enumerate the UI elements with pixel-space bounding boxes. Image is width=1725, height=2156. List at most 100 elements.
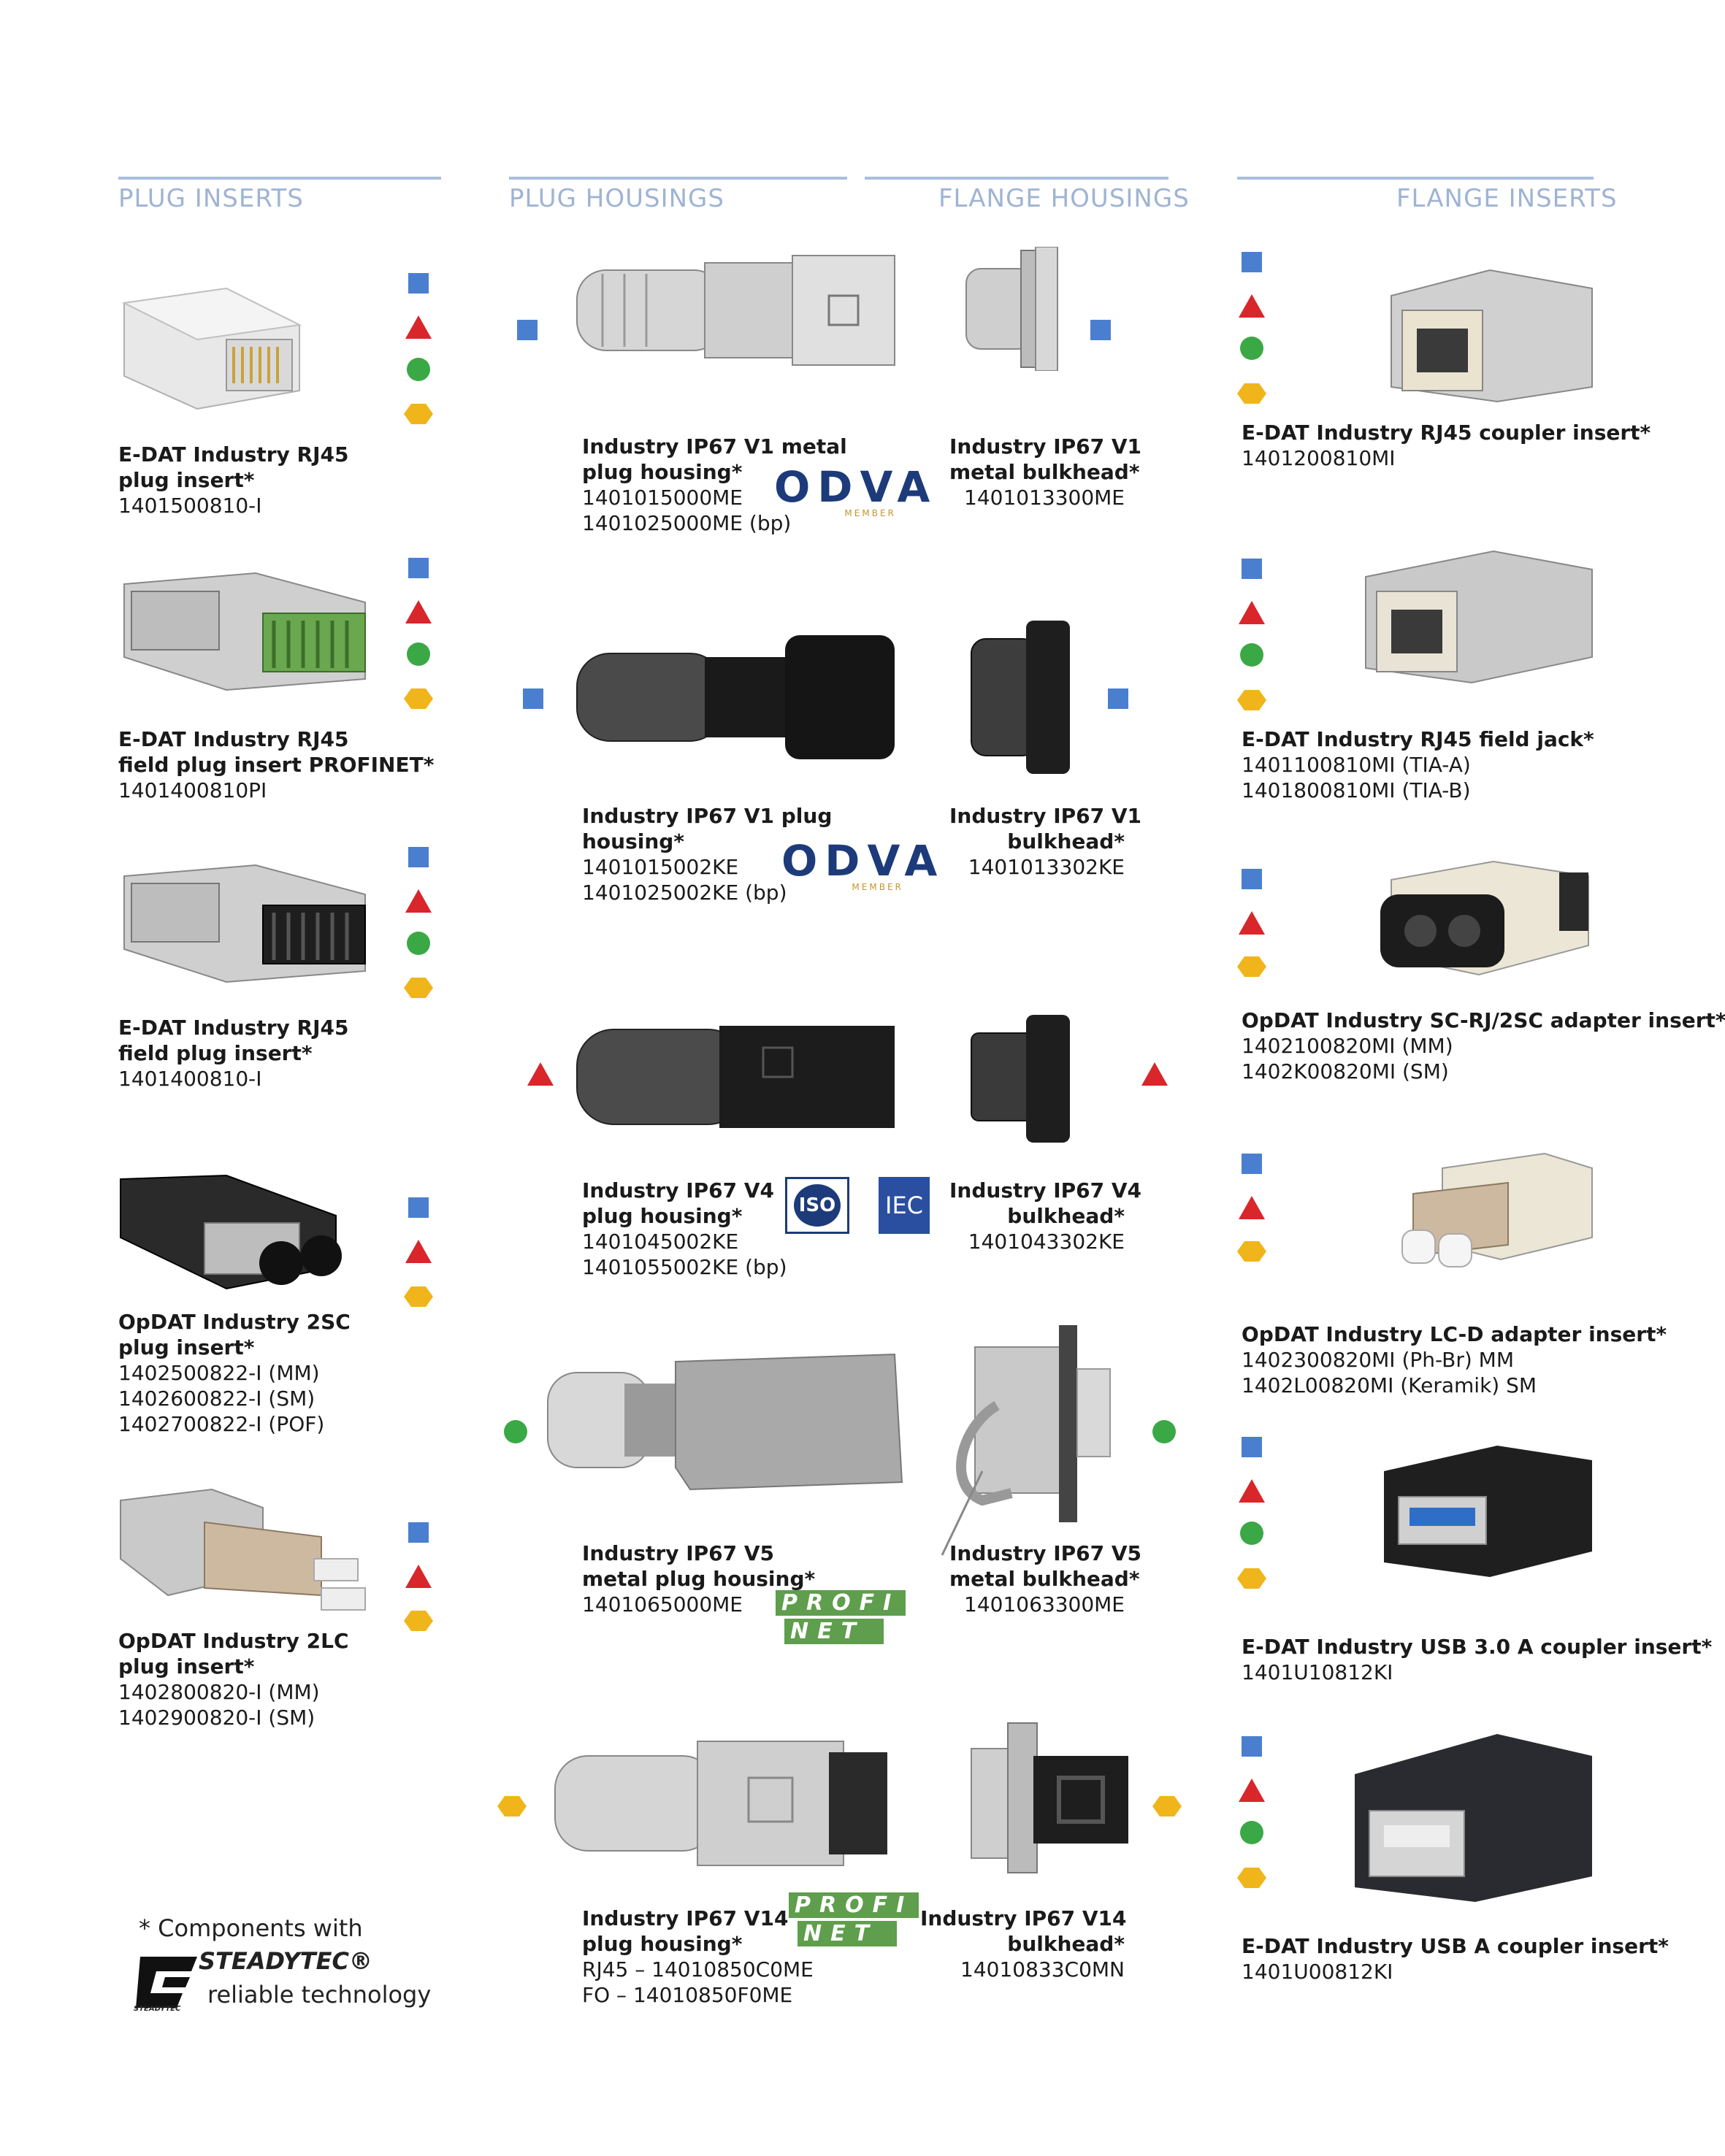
steadytec-small-label: STEADYTEC bbox=[134, 2005, 181, 2013]
v1-metal-plug-housing-image bbox=[576, 255, 895, 366]
flange-housing-code: 14010833C0MN bbox=[960, 1957, 1125, 1982]
green-circle-marker bbox=[407, 358, 430, 381]
plug-housing-code: 1401025002KE (bp) bbox=[582, 881, 787, 905]
blue-square-marker bbox=[408, 1522, 429, 1543]
yellow-hexagon-marker bbox=[1237, 1868, 1266, 1888]
yellow-hexagon-marker bbox=[1237, 383, 1266, 404]
flange-insert-code: 1402100820MI (MM) bbox=[1242, 1034, 1453, 1058]
v1-metal-bulkhead-image bbox=[965, 247, 1058, 371]
flange-insert-name: E-DAT Industry RJ45 field jack* bbox=[1242, 727, 1594, 751]
plug-housing-code: FO – 14010850F0ME bbox=[582, 1983, 793, 2007]
opdat-2sc-plug-image bbox=[120, 1174, 342, 1290]
yellow-hexagon-marker bbox=[404, 978, 433, 998]
blue-square-marker bbox=[517, 320, 538, 340]
red-triangle-marker bbox=[1239, 294, 1265, 318]
green-circle-marker bbox=[1240, 1522, 1263, 1545]
flange-insert-code: 1401200810MI bbox=[1242, 446, 1396, 470]
green-circle-marker bbox=[1240, 643, 1263, 667]
plug-insert-code: 1401500810-I bbox=[118, 494, 262, 518]
red-triangle-marker bbox=[1239, 601, 1265, 624]
iso-logo: ISO bbox=[785, 1177, 849, 1234]
yellow-hexagon-marker bbox=[404, 1611, 433, 1631]
red-triangle-marker bbox=[1239, 911, 1265, 935]
blue-square-marker bbox=[1242, 869, 1262, 889]
rj45-coupler-insert-image bbox=[1391, 269, 1593, 403]
odva-logo: ODVA MEMBER bbox=[781, 836, 945, 892]
steadytec-tagline: reliable technology bbox=[207, 1981, 432, 2009]
blue-square-marker bbox=[408, 847, 429, 867]
header-rule-plug-housings bbox=[509, 177, 847, 180]
red-triangle-marker bbox=[405, 1565, 432, 1588]
plug-housing-code: 1401015000ME bbox=[582, 486, 743, 510]
profinet-logo: PROFI NET bbox=[776, 1590, 906, 1644]
flange-insert-code: 1401100810MI (TIA-A) bbox=[1242, 753, 1471, 777]
header-rule-flange-housings bbox=[865, 177, 1169, 180]
yellow-hexagon-marker bbox=[1237, 690, 1266, 710]
blue-square-marker bbox=[1242, 1736, 1262, 1757]
v4-bulkhead-image bbox=[971, 1015, 1070, 1143]
blue-square-marker bbox=[1242, 559, 1262, 579]
blue-square-marker bbox=[408, 273, 429, 294]
blue-square-marker bbox=[1242, 252, 1262, 272]
steadytec-logo-icon bbox=[136, 1957, 197, 2008]
plug-insert-code: 1401400810-I bbox=[118, 1067, 262, 1091]
flange-insert-name: E-DAT Industry RJ45 coupler insert* bbox=[1242, 421, 1651, 445]
plug-insert-code: 1402500822-I (MM) bbox=[118, 1361, 320, 1385]
yellow-hexagon-marker bbox=[404, 404, 433, 424]
v5-metal-plug-housing-image bbox=[547, 1353, 903, 1491]
opdat-2lc-plug-image bbox=[120, 1488, 366, 1611]
flange-insert-name: OpDAT Industry LC-D adapter insert* bbox=[1242, 1322, 1667, 1346]
plug-insert-code: 1402700822-I (POF) bbox=[118, 1412, 325, 1436]
profinet-logo: PROFI NET bbox=[789, 1892, 919, 1946]
green-circle-marker bbox=[1240, 337, 1263, 360]
usb3-coupler-insert-image bbox=[1384, 1446, 1592, 1577]
yellow-hexagon-marker bbox=[404, 1286, 433, 1307]
v14-bulkhead-image bbox=[971, 1722, 1128, 1873]
green-circle-marker bbox=[1152, 1420, 1176, 1443]
yellow-hexagon-marker bbox=[497, 1796, 527, 1817]
blue-square-marker bbox=[408, 558, 429, 578]
rj45-field-plug-image bbox=[123, 864, 366, 983]
green-circle-marker bbox=[504, 1420, 527, 1443]
header-rule-plug-inserts bbox=[118, 177, 441, 180]
red-triangle-marker bbox=[405, 1240, 432, 1263]
plug-housing-code: RJ45 – 14010850C0ME bbox=[582, 1957, 814, 1982]
flange-insert-name: E-DAT Industry USB 3.0 A coupler insert* bbox=[1242, 1635, 1713, 1659]
plug-insert-code: 1402600822-I (SM) bbox=[118, 1386, 315, 1411]
green-circle-marker bbox=[1240, 1821, 1263, 1844]
yellow-hexagon-marker bbox=[404, 688, 433, 709]
blue-square-marker bbox=[1090, 320, 1111, 340]
blue-square-marker bbox=[1108, 688, 1128, 709]
iec-logo: IEC bbox=[879, 1177, 930, 1234]
red-triangle-marker bbox=[1239, 1779, 1265, 1802]
plug-housing-code: 1401065000ME bbox=[582, 1592, 743, 1616]
plug-housing-code: 1401045002KE bbox=[582, 1229, 739, 1254]
header-flange-housings: FLANGE HOUSINGS bbox=[938, 184, 1190, 213]
flange-insert-name: OpDAT Industry SC-RJ/2SC adapter insert* bbox=[1242, 1008, 1725, 1032]
blue-square-marker bbox=[408, 1197, 429, 1218]
plug-housing-code: 1401025000ME (bp) bbox=[582, 511, 792, 535]
odva-logo: ODVA MEMBER bbox=[774, 462, 938, 518]
plug-insert-code: 1402900820-I (SM) bbox=[118, 1706, 315, 1730]
usb-a-coupler-insert-image bbox=[1355, 1734, 1592, 1902]
red-triangle-marker bbox=[1141, 1062, 1168, 1086]
red-triangle-marker bbox=[527, 1062, 554, 1086]
red-triangle-marker bbox=[405, 315, 432, 339]
lc-d-adapter-insert-image bbox=[1401, 1152, 1593, 1267]
plug-insert-code: 1402800820-I (MM) bbox=[118, 1680, 320, 1704]
rj45-plug-insert-image bbox=[121, 287, 302, 410]
blue-square-marker bbox=[1242, 1154, 1262, 1174]
plug-housing-code: 1401015002KE bbox=[582, 855, 739, 879]
